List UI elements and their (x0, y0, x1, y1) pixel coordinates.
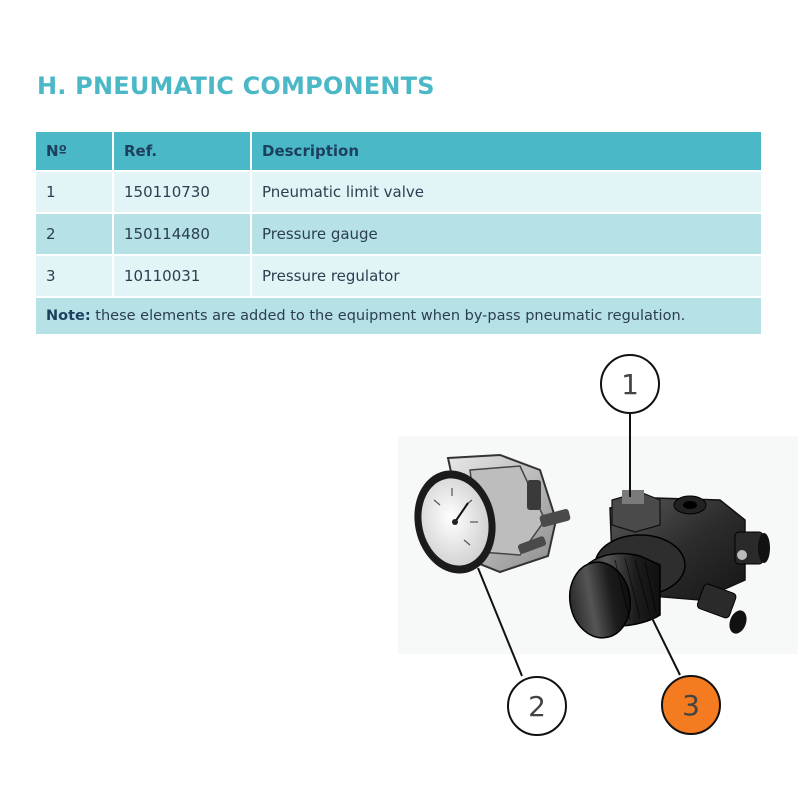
parts-table: Nº Ref. Description 1 150110730 Pneumati… (36, 132, 761, 336)
callout-number: 2 (528, 690, 546, 723)
header-description: Description (252, 132, 761, 172)
callout-3: 3 (661, 675, 721, 735)
callout-number: 3 (682, 689, 700, 722)
leader-line-3 (647, 609, 681, 676)
leader-line-2 (477, 567, 523, 677)
note-cell: Note: these elements are added to the eq… (36, 298, 761, 336)
note-text: these elements are added to the equipmen… (90, 308, 686, 324)
row-description: Pressure gauge (252, 214, 761, 256)
table-row: 1 150110730 Pneumatic limit valve (36, 172, 761, 214)
pressure-gauge-illustration (414, 453, 571, 574)
callout-2: 2 (507, 676, 567, 736)
note-label: Note: (46, 308, 91, 324)
table-row: 3 10110031 Pressure regulator (36, 256, 761, 298)
table-header-row: Nº Ref. Description (36, 132, 761, 172)
section-title: H. PNEUMATIC COMPONENTS (37, 72, 435, 100)
row-ref: 150114480 (114, 214, 252, 256)
callout-number: 1 (621, 368, 639, 401)
row-description: Pneumatic limit valve (252, 172, 761, 214)
callout-1: 1 (600, 354, 660, 414)
header-no: Nº (36, 132, 114, 172)
row-description: Pressure regulator (252, 256, 761, 298)
row-ref: 150110730 (114, 172, 252, 214)
table-row: 2 150114480 Pressure gauge (36, 214, 761, 256)
note-row: Note: these elements are added to the eq… (36, 298, 761, 336)
pressure-regulator-illustration (568, 490, 770, 639)
row-no: 2 (36, 214, 114, 256)
header-ref: Ref. (114, 132, 252, 172)
row-no: 1 (36, 172, 114, 214)
row-no: 3 (36, 256, 114, 298)
row-ref: 10110031 (114, 256, 252, 298)
